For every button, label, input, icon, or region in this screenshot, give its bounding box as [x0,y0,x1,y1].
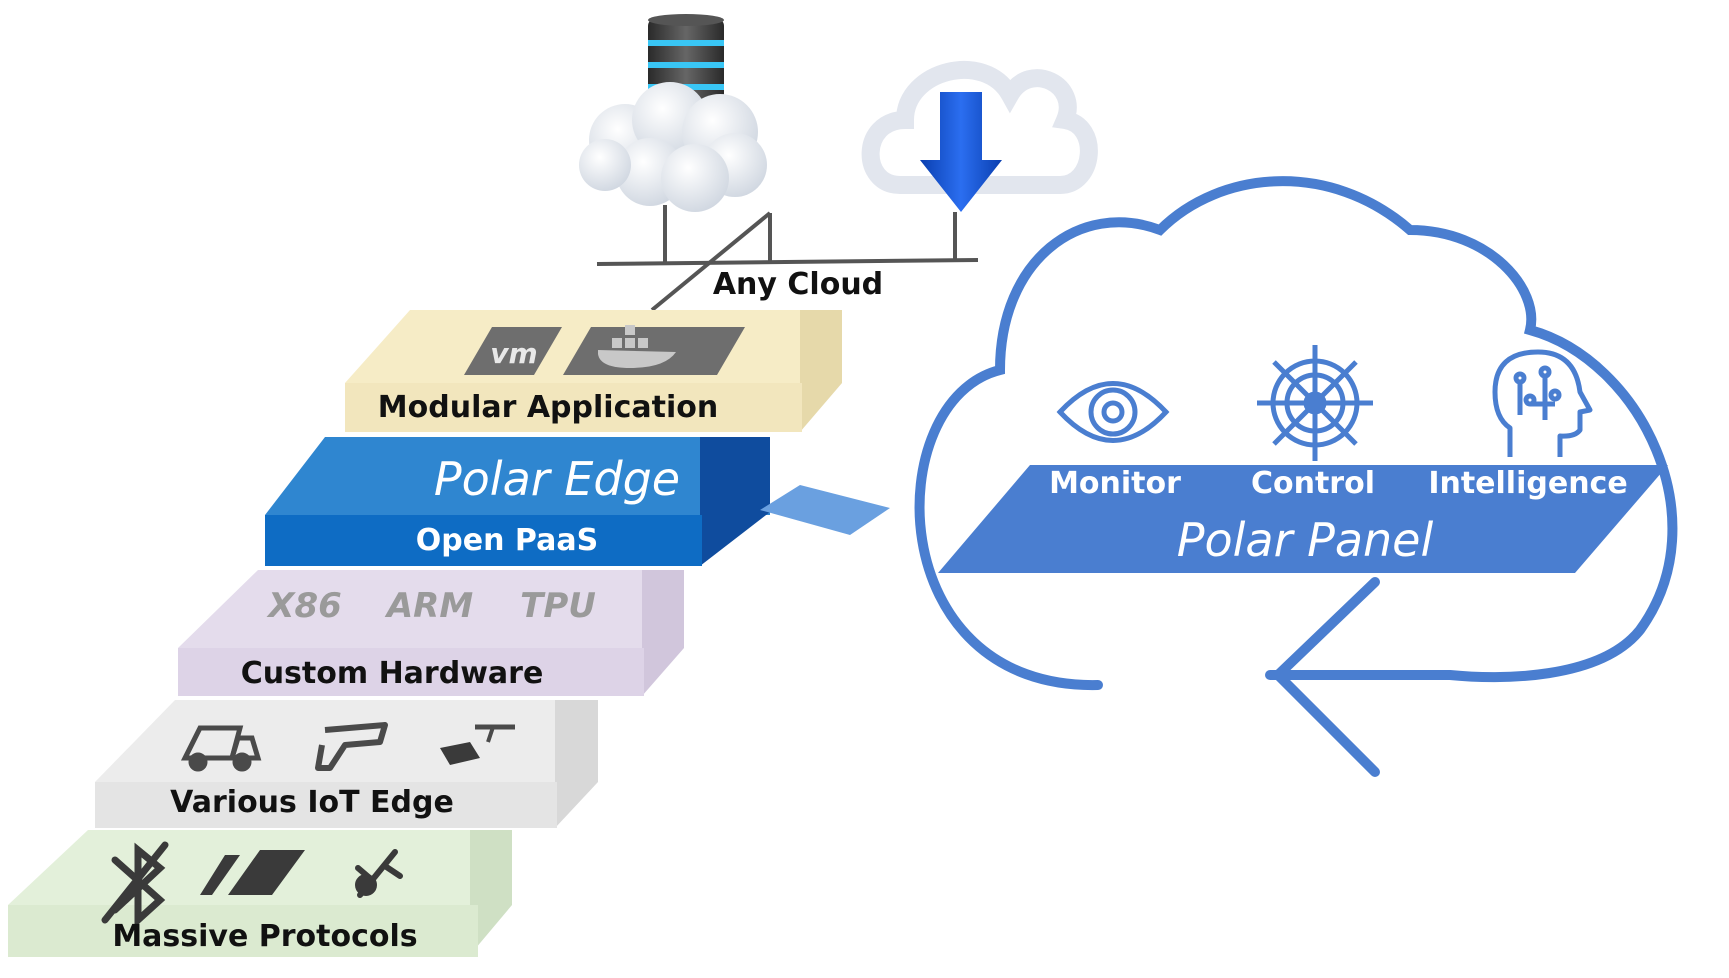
svg-text:vm: vm [490,337,537,370]
any-cloud-group: Any Cloud [579,14,1098,312]
usb-icon [355,849,403,898]
connector-arrow [760,485,890,535]
panel-banner [938,465,1668,573]
massive-protocols-label: Massive Protocols [112,919,417,954]
conveyor-icon [440,724,515,765]
custom-hardware-label: Custom Hardware [241,656,544,691]
vmware-icon: vm [464,327,562,375]
various-iot-edge-label: Various IoT Edge [170,785,454,820]
cloud-download-icon [861,61,1098,212]
intelligence-label: Intelligence [1428,466,1627,501]
control-label: Control [1251,466,1375,501]
cpu-label-arm: ARM [384,586,473,626]
eye-icon [1056,381,1170,443]
any-cloud-label: Any Cloud [713,267,883,302]
layer-various-iot-edge: Various IoT Edge [95,700,598,828]
network-lines [596,205,979,312]
truck-icon [180,725,262,772]
scanner-gun-icon [315,722,388,771]
stack: Massive Protocols Various IoT Edge [8,310,842,957]
panel-return-arrow [1273,577,1380,777]
ship-wheel-icon [1257,345,1373,461]
open-paas-label: Open PaaS [416,523,598,558]
polar-panel: Monitor Control Intelligence Polar Panel [914,176,1678,777]
cpu-label-tpu: TPU [520,586,596,626]
bluetooth-off-icon [101,841,169,928]
layer-massive-protocols: Massive Protocols [8,830,512,957]
cloud-icon [579,82,767,212]
ai-head-icon [1492,349,1593,457]
tablet-icon [200,850,305,895]
layer-polar-edge: Polar Edge Open PaaS [265,437,770,566]
polar-panel-title: Polar Panel [1177,513,1434,567]
panel-cloud-outline [914,176,1678,691]
layer-modular-application: vm Modular Application [345,310,842,432]
polar-edge-title: Polar Edge [434,452,680,506]
modular-application-label: Modular Application [378,390,718,425]
cpu-label-x86: X86 [266,586,342,626]
layer-custom-hardware: X86 ARM TPU Custom Hardware [178,570,684,696]
monitor-label: Monitor [1049,466,1181,501]
docker-icon [563,325,745,375]
